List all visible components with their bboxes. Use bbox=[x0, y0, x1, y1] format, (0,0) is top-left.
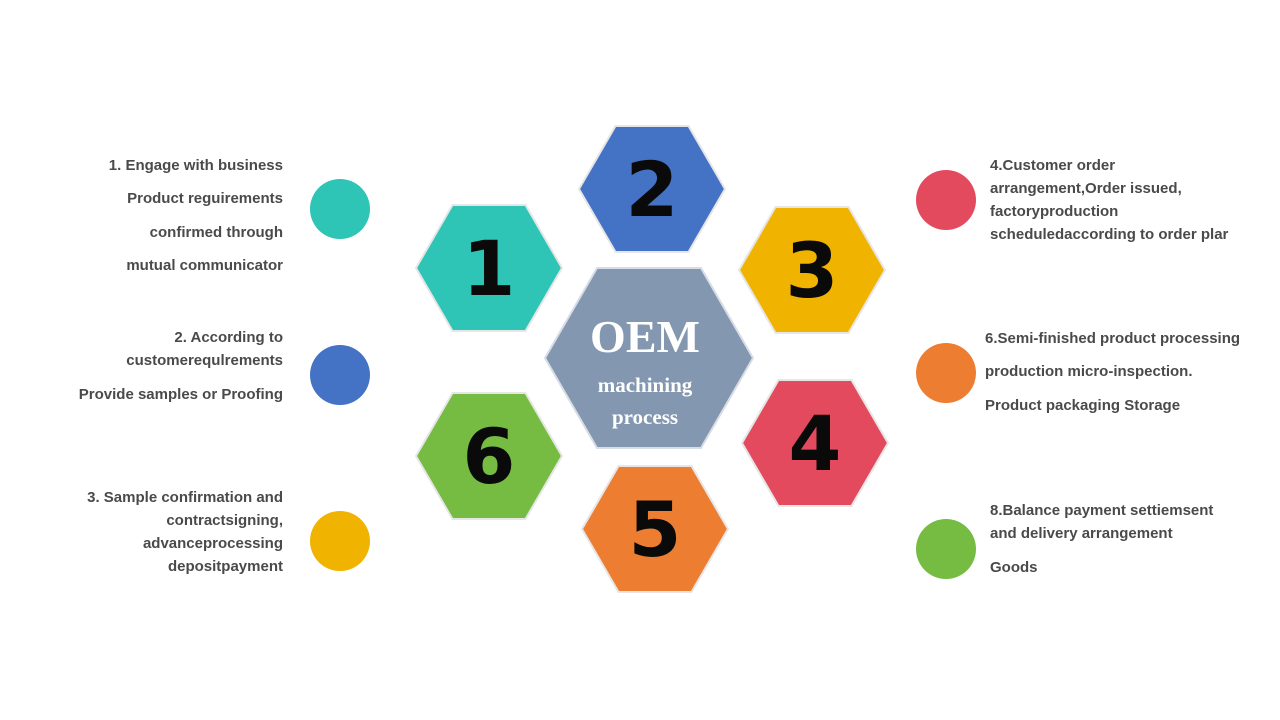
hexagon-4: 4 bbox=[740, 379, 890, 507]
hexagon-2-shape bbox=[577, 125, 727, 253]
center-subtitle-line-2: process bbox=[612, 405, 678, 429]
step-text-6: 6.Semi-finished product processing produ… bbox=[985, 0, 1240, 414]
hexagon-5-shape bbox=[580, 465, 730, 593]
step-text-1: 1. Engage with business Product reguirem… bbox=[0, 0, 283, 274]
step-6-line: production micro-inspection. bbox=[985, 363, 1193, 380]
step-6-line: Product packaging Storage bbox=[985, 397, 1181, 414]
step-6-dot bbox=[916, 343, 976, 403]
step-8-line: Goods bbox=[990, 559, 1038, 576]
step-2-dot bbox=[310, 345, 370, 405]
hexagon-1-number: 1 bbox=[463, 224, 516, 313]
step-2-line: Provide samples or Proofing bbox=[78, 386, 283, 403]
hexagon-6-number: 6 bbox=[463, 412, 516, 501]
step-2-line: 2. According to bbox=[174, 329, 283, 346]
center-hexagon: OEM machining process bbox=[543, 267, 755, 449]
step-1-line: confirmed through bbox=[149, 224, 283, 241]
step-1-line: Product reguirements bbox=[127, 190, 283, 207]
step-3-line: contractsigning, bbox=[166, 512, 283, 529]
hexagon-3-number: 3 bbox=[786, 226, 839, 315]
hexagon-1-shape bbox=[414, 204, 564, 332]
center-subtitle-line-1: machining bbox=[598, 373, 693, 397]
hexagon-5: 5 bbox=[580, 465, 730, 593]
step-3-line: depositpayment bbox=[167, 558, 283, 575]
hexagon-1: 1 bbox=[414, 204, 564, 332]
hexagon-4-shape bbox=[740, 379, 890, 507]
step-text-2: 2. According to customerequlrements Prov… bbox=[0, 0, 283, 403]
step-8-line: and delivery arrangement bbox=[990, 525, 1173, 542]
hexagon-4-number: 4 bbox=[789, 399, 842, 488]
hexagon-6: 6 bbox=[414, 392, 564, 520]
step-4-dot bbox=[916, 170, 976, 230]
hexagon-5-number: 5 bbox=[629, 485, 682, 574]
step-3-line: 3. Sample confirmation and bbox=[87, 489, 283, 506]
step-4-line: scheduledaccording to order plar bbox=[990, 226, 1229, 243]
hexagon-2: 2 bbox=[577, 125, 727, 253]
hexagon-6-shape bbox=[414, 392, 564, 520]
step-text-4: 4.Customer order arrangement,Order issue… bbox=[990, 0, 1228, 243]
step-8-dot bbox=[916, 519, 976, 579]
step-text-3: 3. Sample confirmation and contractsigni… bbox=[0, 0, 283, 575]
step-6-line: 6.Semi-finished product processing bbox=[985, 330, 1241, 347]
center-title: OEM bbox=[590, 311, 700, 362]
step-3-dot bbox=[310, 511, 370, 571]
hexagon-2-number: 2 bbox=[626, 145, 679, 234]
step-1-dot bbox=[310, 179, 370, 239]
step-2-line: customerequlrements bbox=[126, 352, 283, 369]
step-text-8: 8.Balance payment settiemsent and delive… bbox=[990, 0, 1213, 576]
step-1-line: mutual communicator bbox=[126, 257, 283, 274]
step-4-line: factoryproduction bbox=[990, 203, 1119, 220]
step-4-line: 4.Customer order bbox=[990, 157, 1116, 174]
step-3-line: advanceprocessing bbox=[142, 535, 283, 552]
hexagon-3: 3 bbox=[737, 206, 887, 334]
step-1-line: 1. Engage with business bbox=[108, 157, 283, 174]
hexagon-3-shape bbox=[737, 206, 887, 334]
step-8-line: 8.Balance payment settiemsent bbox=[990, 502, 1214, 519]
step-4-line: arrangement,Order issued, bbox=[990, 180, 1182, 197]
